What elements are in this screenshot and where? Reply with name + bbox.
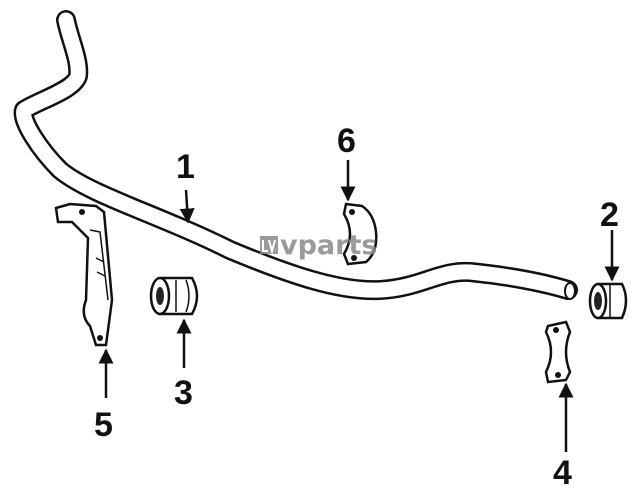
clamp-bracket-right bbox=[544, 320, 572, 384]
clamp-bracket-top bbox=[342, 202, 378, 266]
watermark-text: vparts bbox=[280, 230, 377, 261]
callout-1: 1 bbox=[176, 148, 195, 186]
callout-5: 5 bbox=[94, 406, 113, 444]
bushing-right bbox=[588, 282, 628, 320]
callout-3: 3 bbox=[174, 374, 193, 412]
stabilizer-bar bbox=[13, 10, 578, 301]
leader-lines bbox=[98, 160, 620, 452]
callout-4: 4 bbox=[553, 454, 572, 488]
leader-1 bbox=[179, 189, 195, 224]
callout-6: 6 bbox=[337, 122, 356, 160]
mounting-bracket-left bbox=[54, 202, 114, 347]
callout-2: 2 bbox=[600, 196, 619, 234]
bushing-left bbox=[149, 276, 199, 316]
watermark: vparts bbox=[260, 230, 377, 261]
lv-logo bbox=[260, 236, 278, 255]
